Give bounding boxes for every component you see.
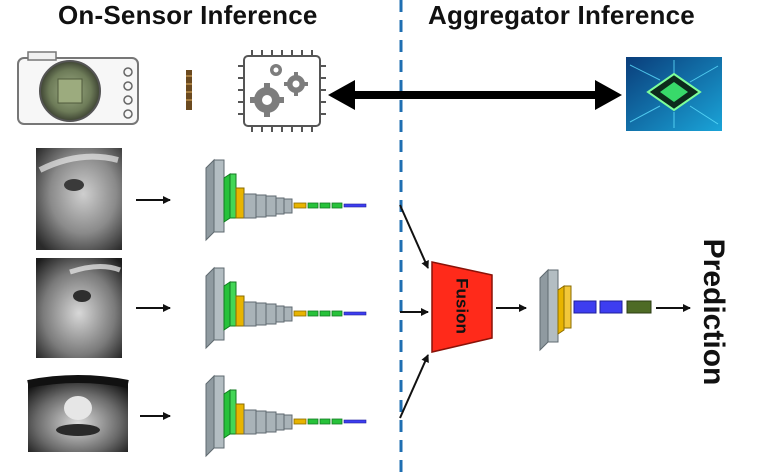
conv-layer <box>235 187 245 219</box>
conv-layer <box>255 410 267 434</box>
conv-layer <box>229 173 237 219</box>
conv-layer <box>243 301 257 327</box>
fc-layer <box>293 310 307 317</box>
conv-layer <box>223 389 231 439</box>
conv-layer <box>213 375 225 449</box>
fc-layer <box>319 418 331 425</box>
conv-layer <box>275 413 285 431</box>
conv-layer <box>223 281 231 331</box>
conv-layer <box>283 198 293 214</box>
conv-layer <box>243 409 257 435</box>
eye-image-1 <box>36 148 122 250</box>
fc-layer <box>343 419 367 424</box>
conv-layer <box>283 306 293 322</box>
fc-layer <box>307 418 319 425</box>
fc-layer <box>307 310 319 317</box>
prediction-label: Prediction <box>697 239 730 386</box>
fc-layer <box>293 202 307 209</box>
conv-layer <box>205 158 215 242</box>
conv-layer <box>275 305 285 323</box>
conv-layer <box>275 197 285 215</box>
aggregator-heading: Aggregator Inference <box>428 0 695 30</box>
on-sensor-heading: On-Sensor Inference <box>58 0 318 30</box>
fusion-in-arrow-1 <box>399 204 429 269</box>
conv-layer <box>213 267 225 341</box>
conv-layer <box>255 194 267 218</box>
conv-layer <box>229 281 237 327</box>
fusion-block: Fusion <box>431 261 493 353</box>
conv-layer <box>255 302 267 326</box>
eye-image-2 <box>36 258 122 358</box>
conv-layer <box>243 193 257 219</box>
fc-layer <box>319 310 331 317</box>
fc-layer <box>331 202 343 209</box>
conv-layer <box>223 173 231 223</box>
cnn-block-3 <box>205 374 367 458</box>
aggregator-network <box>539 268 652 352</box>
conv-layer <box>265 411 277 433</box>
face-image-3 <box>27 375 129 452</box>
conv-layer <box>265 195 277 217</box>
conv-layer <box>205 266 215 350</box>
bidirectional-arrow <box>328 80 622 110</box>
fusion-in-arrow-3 <box>399 354 429 419</box>
conv-layer <box>235 403 245 435</box>
processor-gears-icon <box>238 50 326 132</box>
fc-layer <box>293 418 307 425</box>
fc-layer <box>343 311 367 316</box>
aggregator-chip-icon <box>626 57 722 131</box>
fc-layer <box>319 202 331 209</box>
fusion-label: Fusion <box>453 278 472 334</box>
cnn-block-2 <box>205 266 367 350</box>
fc-layer <box>307 202 319 209</box>
conv-layer <box>283 414 293 430</box>
camera-icon <box>17 51 139 125</box>
conv-layer <box>205 374 215 458</box>
fc-layer <box>343 203 367 208</box>
ribbon-cable-icon <box>186 70 192 110</box>
conv-layer <box>213 159 225 233</box>
fc-layer <box>331 418 343 425</box>
cnn-block-1 <box>205 158 367 242</box>
conv-layer <box>229 389 237 435</box>
conv-layer <box>265 303 277 325</box>
fc-layer <box>331 310 343 317</box>
conv-layer <box>235 295 245 327</box>
